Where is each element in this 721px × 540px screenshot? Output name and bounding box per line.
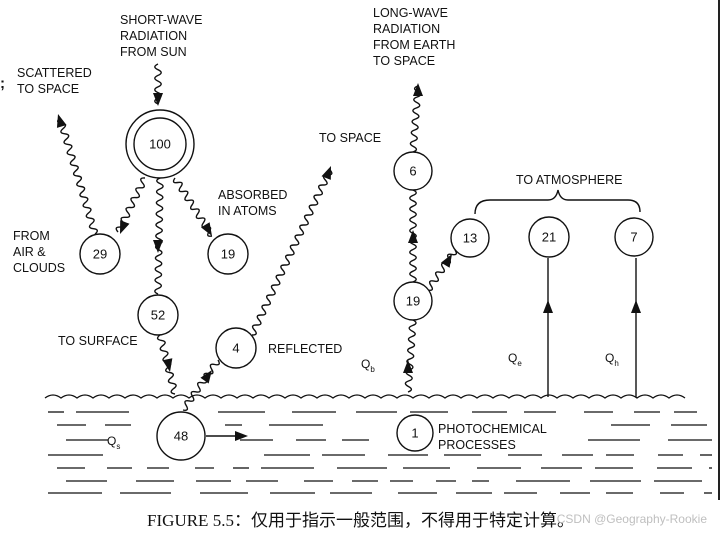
photochemical-label: PHOTOCHEMICAL PROCESSES	[438, 422, 547, 452]
svg-text:1: 1	[411, 426, 418, 441]
longwave-up-path	[404, 319, 417, 393]
svg-text:RADIATION: RADIATION	[373, 22, 440, 36]
arrow-reflect	[200, 370, 212, 384]
arrow-to-13	[441, 254, 452, 268]
svg-text:AIR &: AIR &	[13, 245, 46, 259]
scattered-path	[57, 117, 98, 235]
arrow-52-surface	[162, 358, 173, 372]
svg-text:CLOUDS: CLOUDS	[13, 261, 65, 275]
node-4: 4	[215, 327, 257, 369]
qe-label: Qe	[508, 351, 522, 368]
page-border	[718, 0, 720, 500]
to-atmosphere-label: TO ATMOSPHERE	[516, 173, 623, 187]
svg-text:19: 19	[221, 247, 235, 262]
arrow-heads	[56, 83, 641, 441]
svg-text:RADIATION: RADIATION	[120, 29, 187, 43]
svg-text:52: 52	[151, 308, 165, 323]
node-48: 48	[156, 411, 206, 461]
reflected-to-space-path	[251, 169, 333, 336]
arrow-longwave-space	[413, 83, 423, 96]
qb-label: Qb	[361, 357, 375, 374]
water-surface	[44, 394, 712, 494]
radiation-paths	[57, 63, 458, 411]
figure-caption: FIGURE 5.5：仅用于指示一般范围，不得用于特定计算。	[147, 511, 574, 530]
arrow-qe	[543, 300, 553, 313]
svg-text:FROM SUN: FROM SUN	[120, 45, 187, 59]
longwave-mid-path	[409, 189, 417, 283]
to-surface-label: TO SURFACE	[58, 334, 138, 348]
node-21: 21	[528, 216, 570, 258]
node-13: 13	[450, 218, 490, 258]
to-13-path	[427, 249, 458, 291]
svg-text:SHORT-WAVE: SHORT-WAVE	[120, 13, 202, 27]
svg-text:48: 48	[174, 429, 188, 444]
svg-text:21: 21	[542, 230, 556, 245]
node-19-longwave: 19	[393, 281, 433, 321]
node-6: 6	[393, 151, 433, 191]
longwave-label: LONG-WAVE RADIATION FROM EARTH TO SPACE	[373, 6, 455, 68]
svg-text:FROM: FROM	[13, 229, 50, 243]
from-air-clouds-label: FROM AIR & CLOUDS	[13, 229, 65, 275]
scattered-label: SCATTERED TO SPACE	[17, 66, 92, 96]
to-52-path	[154, 177, 164, 295]
arrow-longwave-mid	[408, 230, 418, 243]
svg-text:ABSORBED: ABSORBED	[218, 188, 287, 202]
svg-text:29: 29	[93, 247, 107, 262]
svg-text:PHOTOCHEMICAL: PHOTOCHEMICAL	[438, 422, 547, 436]
stray-mark: ;	[0, 75, 5, 92]
arrow-qh	[631, 300, 641, 313]
to-space-label: TO SPACE	[319, 131, 381, 145]
svg-text:IN ATOMS: IN ATOMS	[218, 204, 277, 218]
arrow-longwave-up	[403, 360, 413, 373]
node-19-absorbed: 19	[207, 233, 249, 275]
svg-text:6: 6	[409, 164, 416, 179]
arrow-to-29	[120, 220, 130, 234]
svg-text:SCATTERED: SCATTERED	[17, 66, 92, 80]
node-sun: 100	[125, 109, 195, 179]
svg-text:LONG-WAVE: LONG-WAVE	[373, 6, 448, 20]
arrow-to-52	[153, 240, 163, 253]
arrow-to-space	[321, 166, 331, 180]
svg-text:7: 7	[630, 230, 637, 245]
longwave-to-space-path	[409, 85, 422, 153]
shortwave-label: SHORT-WAVE RADIATION FROM SUN	[120, 13, 202, 59]
svg-text:19: 19	[406, 294, 420, 309]
svg-text:TO SPACE: TO SPACE	[17, 82, 79, 96]
qh-label: Qh	[605, 351, 619, 368]
watermark: CSDN @Geography-Rookie	[556, 512, 707, 526]
qs-label: Qs	[107, 434, 120, 451]
node-29: 29	[79, 233, 121, 275]
svg-text:100: 100	[149, 137, 171, 152]
node-1: 1	[396, 414, 434, 452]
svg-text:PROCESSES: PROCESSES	[438, 438, 516, 452]
energy-balance-diagram: SHORT-WAVE RADIATION FROM SUN LONG-WAVE …	[0, 6, 712, 494]
atmosphere-brace	[474, 189, 641, 215]
svg-text:4: 4	[232, 341, 239, 356]
absorbed-in-atoms-label: ABSORBED IN ATOMS	[218, 188, 287, 218]
svg-text:13: 13	[463, 231, 477, 246]
node-52: 52	[137, 294, 179, 336]
svg-text:FROM EARTH: FROM EARTH	[373, 38, 455, 52]
arrow-to-19	[201, 222, 212, 236]
svg-text:TO SPACE: TO SPACE	[373, 54, 435, 68]
arrow-sun-in	[153, 93, 163, 106]
arrow-qs	[235, 431, 248, 441]
arrow-scatter	[56, 114, 67, 128]
node-7: 7	[614, 217, 654, 257]
reflected-label: REFLECTED	[268, 342, 342, 356]
reflected-to-4-path	[182, 359, 220, 411]
